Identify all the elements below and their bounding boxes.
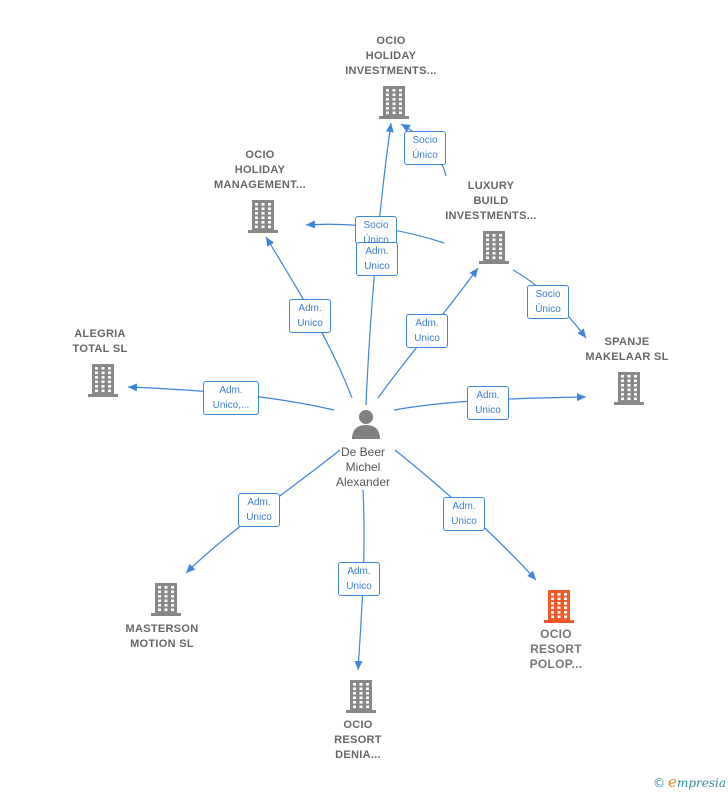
edge-label-line: Único — [412, 150, 438, 161]
node-label-masterson-motion[interactable]: MASTERSON MOTION SL — [112, 622, 212, 652]
edge-label-adm-unico-mgmt[interactable]: Adm. Unico — [289, 299, 331, 333]
node-label-ocio-resort-denia[interactable]: OCIO RESORT DENIA... — [308, 718, 408, 763]
node-label-line: HOLIDAY — [234, 164, 286, 176]
edge-label-adm-unico-denia[interactable]: Adm. Unico — [338, 562, 380, 596]
edge-label-line: Socio — [535, 289, 561, 300]
person-icon[interactable] — [350, 408, 382, 445]
edge-label-adm-unico-invest[interactable]: Adm. Unico — [356, 242, 398, 276]
node-label-luxury-build-investments[interactable]: LUXURY BUILD INVESTMENTS... — [431, 179, 551, 224]
building-icon-ocio-resort-polop[interactable] — [542, 588, 576, 629]
building-icon-ocio-resort-denia[interactable] — [344, 678, 378, 719]
person-name-line: Michel — [345, 460, 381, 474]
edge-label-line: Adm. — [452, 501, 476, 512]
node-label-line: MASTERSON — [125, 623, 199, 635]
node-label-line: HOLIDAY — [365, 50, 417, 62]
node-label-line: RESORT — [530, 642, 582, 656]
node-label-line: OCIO — [376, 35, 406, 47]
node-label-spanje-makelaar[interactable]: SPANJE MAKELAAR SL — [572, 335, 682, 365]
building-icon-masterson-motion[interactable] — [149, 581, 183, 622]
edge-label-line: Unico — [246, 512, 272, 523]
person-name-line: Alexander — [335, 475, 391, 489]
node-label-line: BUILD — [473, 195, 509, 207]
building-icon-spanje-makelaar[interactable] — [612, 370, 646, 411]
edge-label-adm-unico-spanje[interactable]: Adm. Unico — [467, 386, 509, 420]
edge-label-line: Adm. — [415, 318, 439, 329]
node-label-line: ALEGRIA — [74, 328, 126, 340]
edge-label-line: Adm. — [219, 385, 243, 396]
copyright-icon: © — [653, 776, 666, 790]
node-label-line: OCIO — [245, 149, 275, 161]
edge-label-line: Adm. — [298, 303, 322, 314]
node-label-line: POLOP... — [529, 657, 583, 671]
person-name[interactable]: De Beer Michel Alexander — [318, 445, 408, 490]
edge-label-line: Unico — [475, 405, 501, 416]
node-label-line: DENIA... — [335, 749, 381, 761]
empresia-logo: ©empresia — [653, 773, 726, 791]
node-label-line: SPANJE — [604, 336, 650, 348]
building-icon-luxury-build-investments[interactable] — [477, 229, 511, 270]
brand-initial: e — [668, 773, 677, 791]
node-label-ocio-holiday-investments[interactable]: OCIO HOLIDAY INVESTMENTS... — [331, 34, 451, 79]
node-label-ocio-holiday-management[interactable]: OCIO HOLIDAY MANAGEMENT... — [200, 148, 320, 193]
node-label-line: LUXURY — [467, 180, 515, 192]
node-label-line: MOTION SL — [130, 638, 194, 650]
node-label-line: OCIO — [540, 627, 572, 641]
edge-label-socio-unico-spanje[interactable]: Socio Único — [527, 285, 569, 319]
edge-label-line: Unico — [297, 318, 323, 329]
node-label-ocio-resort-polop[interactable]: OCIO RESORT POLOP... — [506, 627, 606, 672]
edge-label-line: Único — [363, 235, 389, 244]
edge-label-line: Adm. — [347, 566, 371, 577]
edge-label-line: Unico,... — [212, 400, 250, 411]
edge-label-adm-unico-polop[interactable]: Adm. Unico — [443, 497, 485, 531]
node-label-line: INVESTMENTS... — [345, 65, 437, 77]
node-label-line: OCIO — [343, 719, 373, 731]
edge-label-line: Unico — [414, 333, 440, 344]
node-label-alegria-total[interactable]: ALEGRIA TOTAL SL — [50, 327, 150, 357]
edge-label-line: Unico — [364, 261, 390, 272]
edge-label-line: Socio — [412, 135, 438, 146]
edge-label-line: Único — [535, 304, 561, 315]
node-label-line: RESORT — [334, 734, 382, 746]
edge-label-adm-unico-luxury[interactable]: Adm. Unico — [406, 314, 448, 348]
edge-label-line: Adm. — [247, 497, 271, 508]
brand-name: mpresia — [676, 776, 726, 790]
edge-label-socio-unico-mgmt[interactable]: Socio Único — [355, 216, 397, 244]
node-label-line: MANAGEMENT... — [214, 179, 306, 191]
building-icon-alegria-total[interactable] — [86, 362, 120, 403]
node-label-line: MAKELAAR SL — [585, 351, 669, 363]
edge-label-line: Socio — [363, 220, 389, 231]
edge-label-line: Adm. — [365, 246, 389, 257]
edge-label-adm-unico-alegria[interactable]: Adm. Unico,... — [203, 381, 259, 415]
edge-label-socio-unico-top[interactable]: Socio Único — [404, 131, 446, 165]
node-label-line: TOTAL SL — [72, 343, 128, 355]
person-name-line: De Beer — [340, 445, 386, 459]
node-label-line: INVESTMENTS... — [445, 210, 537, 222]
building-icon-ocio-holiday-investments[interactable] — [377, 84, 411, 125]
edge-label-adm-unico-masterson[interactable]: Adm. Unico — [238, 493, 280, 527]
edge-label-line: Adm. — [476, 390, 500, 401]
edge-label-line: Unico — [451, 516, 477, 527]
building-icon-ocio-holiday-management[interactable] — [246, 198, 280, 239]
edge-label-line: Unico — [346, 581, 372, 592]
